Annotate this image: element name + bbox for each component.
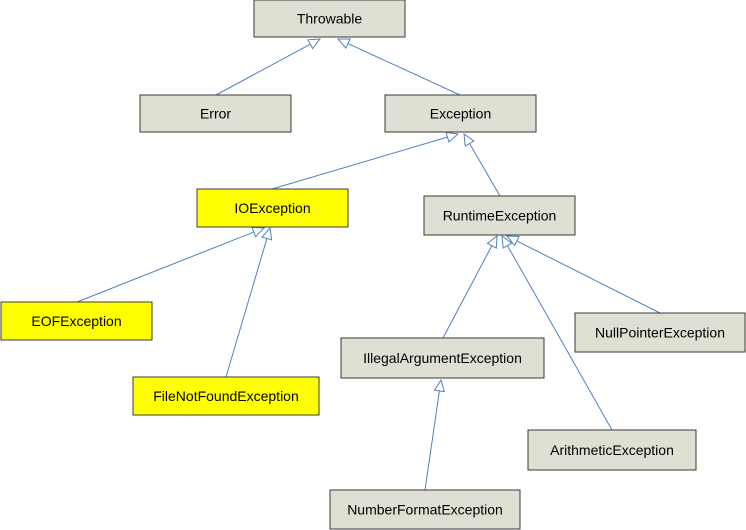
edge-eofexception-to-ioexception xyxy=(76,231,254,303)
node-eofexception-label: EOFException xyxy=(31,313,121,329)
node-illegalargumentexception: IllegalArgumentException xyxy=(340,337,545,379)
arrowhead-error-to-throwable xyxy=(307,38,322,50)
node-illegalargumentexception-label: IllegalArgumentException xyxy=(363,350,522,366)
node-numberformatexception: NumberFormatException xyxy=(329,489,521,530)
node-runtimeexception: RuntimeException xyxy=(423,195,576,236)
node-eofexception: EOFException xyxy=(0,301,153,341)
node-filenotfoundexception-label: FileNotFoundException xyxy=(153,388,299,404)
node-error: Error xyxy=(139,94,292,133)
node-exception-box xyxy=(384,94,537,133)
edge-runtimeexception-to-exception xyxy=(469,143,501,197)
edge-illegalargumentexception-to-runtimeexception xyxy=(442,245,493,339)
node-ioexception-box xyxy=(196,188,349,228)
node-numberformatexception-box xyxy=(329,489,521,530)
arrowhead-ioexception-to-exception xyxy=(445,131,460,143)
arrowhead-eofexception-to-ioexception xyxy=(251,226,266,238)
node-runtimeexception-box xyxy=(423,195,576,236)
edge-nullpointerexception-to-runtimeexception xyxy=(516,240,661,314)
node-ioexception-label: IOException xyxy=(234,200,310,216)
node-throwable-box xyxy=(253,0,406,38)
node-numberformatexception-label: NumberFormatException xyxy=(347,502,503,518)
node-arithmeticexception-box xyxy=(527,429,697,471)
node-exception-label: Exception xyxy=(430,106,491,122)
node-filenotfoundexception-box xyxy=(132,376,320,416)
edge-error-to-throwable xyxy=(215,43,311,96)
node-nullpointerexception-box xyxy=(574,312,746,353)
node-ioexception: IOException xyxy=(196,188,349,228)
node-runtimeexception-label: RuntimeException xyxy=(443,208,557,224)
arrowhead-exception-to-throwable xyxy=(336,38,351,50)
edge-filenotfoundexception-to-ioexception xyxy=(225,238,268,378)
node-throwable: Throwable xyxy=(253,0,406,38)
arrowhead-numberformatexception-to-illegalargumentexception xyxy=(433,378,446,393)
node-error-label: Error xyxy=(200,106,231,122)
node-nullpointerexception: NullPointerException xyxy=(574,312,746,353)
node-throwable-label: Throwable xyxy=(297,11,363,27)
node-filenotfoundexception: FileNotFoundException xyxy=(132,376,320,416)
node-exception: Exception xyxy=(384,94,537,133)
edge-ioexception-to-exception xyxy=(271,136,448,190)
arrowhead-runtimeexception-to-exception xyxy=(463,132,475,147)
edge-arithmeticexception-to-runtimeexception xyxy=(506,245,613,431)
arrowhead-nullpointerexception-to-runtimeexception xyxy=(505,235,520,247)
node-arithmeticexception-label: ArithmeticException xyxy=(550,442,674,458)
node-nullpointerexception-label: NullPointerException xyxy=(595,325,725,341)
arrowhead-arithmeticexception-to-runtimeexception xyxy=(501,234,513,249)
node-arithmeticexception: ArithmeticException xyxy=(527,429,697,471)
edge-exception-to-throwable xyxy=(347,43,461,96)
inheritance-edges xyxy=(76,38,661,491)
arrowhead-illegalargumentexception-to-runtimeexception xyxy=(486,234,498,249)
node-illegalargumentexception-box xyxy=(340,337,545,379)
node-error-box xyxy=(139,94,292,133)
arrowhead-filenotfoundexception-to-ioexception xyxy=(261,226,273,241)
node-eofexception-box xyxy=(0,301,153,341)
edge-numberformatexception-to-illegalargumentexception xyxy=(424,390,440,491)
